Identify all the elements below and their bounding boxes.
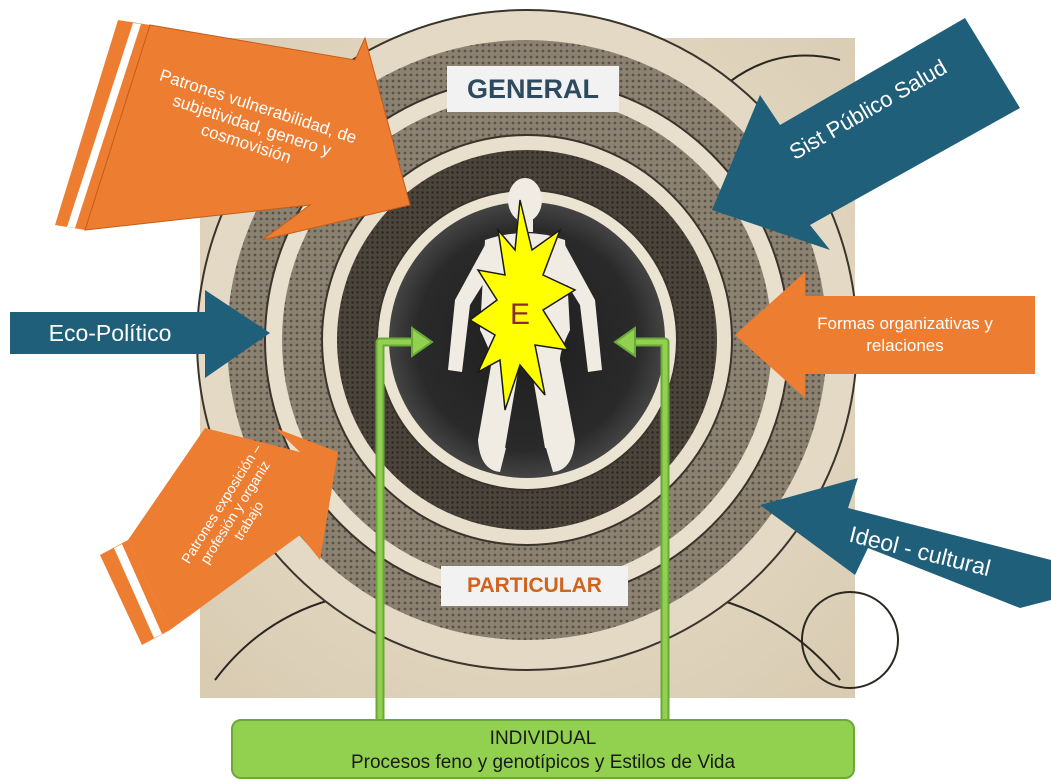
particular-label: PARTICULAR — [441, 566, 628, 606]
arrow-right-label: Formas organizativas y relaciones — [790, 313, 1020, 357]
individual-title: INDIVIDUAL — [233, 727, 853, 751]
individual-subtitle: Procesos feno y genotípicos y Estilos de… — [233, 751, 853, 775]
general-label: GENERAL — [447, 66, 619, 112]
individual-box: INDIVIDUAL Procesos feno y genotípicos y… — [231, 719, 855, 779]
arrow-left-label: Eco-Político — [20, 320, 200, 346]
center-letter: E — [500, 298, 540, 333]
